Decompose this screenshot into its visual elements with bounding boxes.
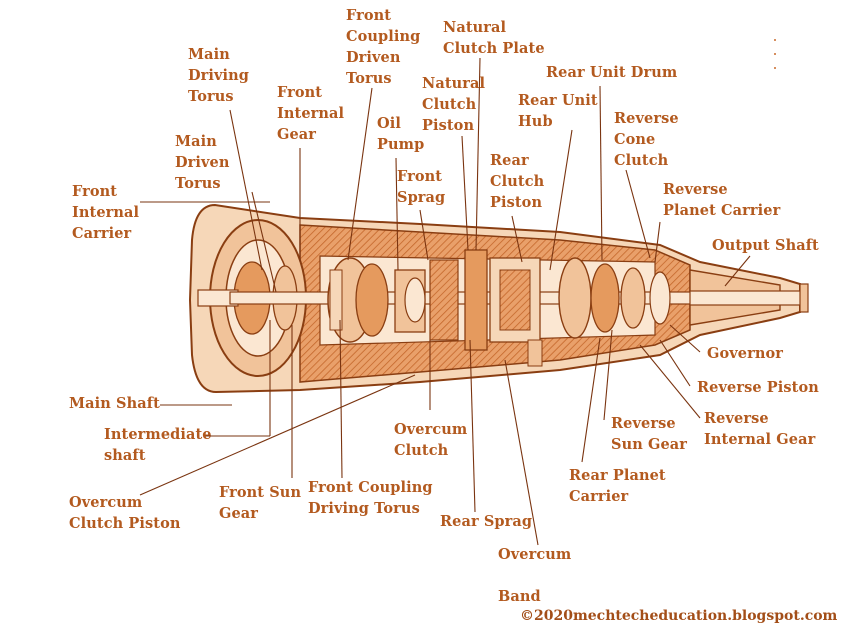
- label-main-driving-torus: Main Driving Torus: [188, 46, 250, 105]
- label-front-coupling-driven-torus: Front Coupling Driven Torus: [346, 7, 421, 87]
- leader-lines: [139, 57, 751, 546]
- label-rear-sprag: Rear Sprag: [440, 513, 533, 530]
- label-overcum-band: Overcum Band: [498, 546, 572, 605]
- label-natural-clutch-piston: Natural Clutch Piston: [422, 75, 486, 134]
- front-coupling-assembly: [327, 257, 389, 343]
- copyright-text: ©2020mechtecheducation.blogspot.com: [520, 608, 838, 624]
- label-output-shaft: Output Shaft: [712, 237, 819, 254]
- label-rear-unit-drum: Rear Unit Drum: [546, 64, 678, 81]
- label-main-shaft: Main Shaft: [69, 395, 160, 412]
- label-front-sprag: Front Sprag: [397, 168, 446, 206]
- decorative-dots: [774, 39, 776, 69]
- label-rear-unit-hub: Rear Unit Hub: [518, 92, 598, 130]
- label-reverse-piston: Reverse Piston: [697, 379, 819, 396]
- label-rear-planet-carrier: Rear Planet Carrier: [569, 467, 666, 505]
- label-reverse-internal-gear: Reverse Internal Gear: [704, 410, 816, 448]
- oil-pump-sprag-assembly: [394, 259, 459, 341]
- label-front-coupling-driving-torus: Front Coupling Driving Torus: [308, 479, 433, 517]
- label-intermediate-shaft: Intermediate shaft: [104, 426, 212, 464]
- clutch-pack-assembly: [464, 249, 543, 367]
- label-governor: Governor: [707, 345, 783, 362]
- label-reverse-planet-carrier: Reverse Planet Carrier: [663, 181, 781, 219]
- label-overcum-clutch-piston: Overcum Clutch Piston: [69, 494, 181, 532]
- label-front-internal-gear: Front Internal Gear: [277, 84, 345, 143]
- label-front-sun-gear: Front Sun Gear: [219, 484, 302, 522]
- label-overcum-clutch: Overcum Clutch: [394, 421, 468, 459]
- label-reverse-cone-clutch: Reverse Cone Clutch: [614, 110, 679, 169]
- label-reverse-sun-gear: Reverse Sun Gear: [611, 415, 688, 453]
- label-front-internal-carrier: Front Internal Carrier: [72, 183, 140, 242]
- label-oil-pump: Oil Pump: [377, 115, 425, 153]
- rear-planetary-assembly: [558, 257, 671, 339]
- label-rear-clutch-piston: Rear Clutch Piston: [490, 152, 545, 211]
- output-shaft-part: [689, 283, 809, 313]
- label-main-driven-torus: Main Driven Torus: [175, 133, 230, 192]
- label-natural-clutch-plate: Natural Clutch Plate: [443, 19, 545, 57]
